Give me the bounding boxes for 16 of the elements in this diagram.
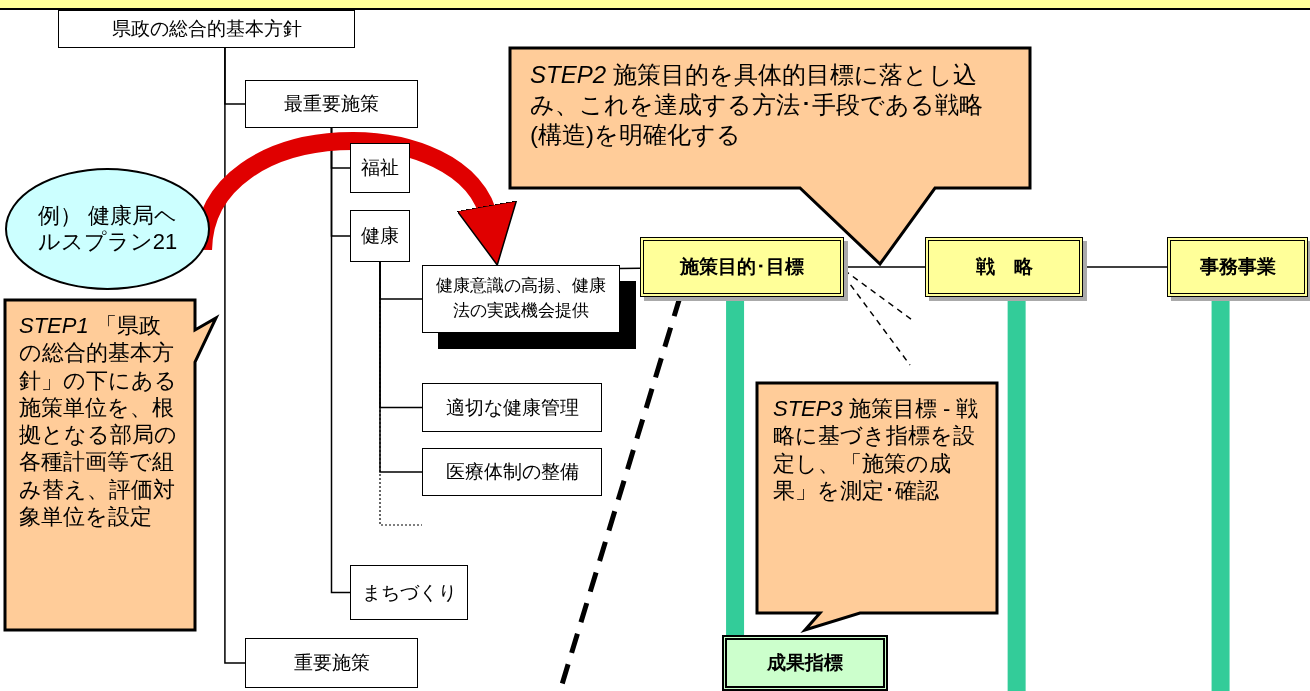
category-box: 最重要施策: [245, 80, 418, 128]
callout-text: STEP3 施策目標 - 戦略に基づき指標を設定し、「施策の成果」を測定･確認: [773, 395, 980, 505]
callout-text: STEP2 施策目的を具体的目標に落とし込み、これを達成する方法･手段である戦略(構造)を明確化する: [530, 60, 984, 150]
plan-ellipse: 例） 健康局ヘルスプラン21: [5, 168, 210, 290]
tree-line: [330, 127, 351, 594]
category-box: まちづくり: [350, 565, 468, 620]
dotted-branch-line: [379, 261, 423, 526]
category-box: 医療体制の整備: [422, 448, 602, 496]
indicator-box: 成果指標: [722, 635, 888, 691]
category-box: 重要施策: [245, 638, 418, 688]
tree-line: [224, 47, 246, 664]
category-box: 県政の総合的基本方針: [58, 10, 355, 48]
tree-line: [379, 261, 423, 473]
callout-text: STEP1 「県政の総合的基本方針」の下にある施策単位を、根拠となる部局の各種計画等で組み替え、評価対象単位を設定: [19, 312, 178, 531]
category-box: 適切な健康管理: [422, 383, 602, 432]
connector-line: [619, 267, 641, 270]
